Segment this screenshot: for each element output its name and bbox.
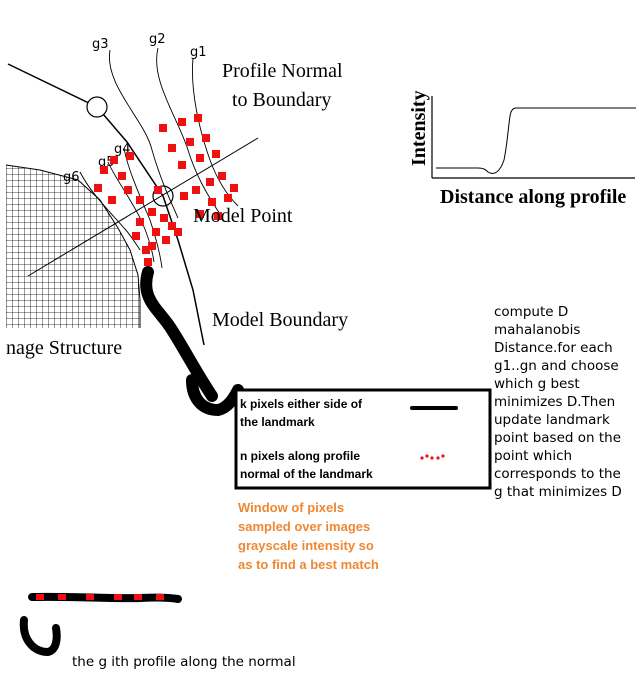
profile-normal-line	[27, 137, 259, 277]
legend-box: k pixels either side of the landmark n p…	[234, 388, 492, 490]
sampled-point	[142, 246, 150, 254]
window-note: Window of pixels sampled over images gra…	[238, 500, 379, 572]
compute-note-line10: corresponds to the	[494, 466, 621, 482]
profile-normal-title-line2: to Boundary	[232, 89, 331, 111]
model-point-label: Model Point	[193, 205, 293, 227]
gth-profile-caption: the g ith profile along the normal	[72, 654, 296, 670]
sampled-point	[208, 198, 216, 206]
landmark-circle-upper	[86, 96, 108, 118]
sampled-point	[94, 184, 102, 192]
intensity-plot: Intensity Distance along profile	[408, 90, 636, 208]
gth-profile-point	[86, 594, 94, 600]
compute-note-line4: g1..gn and choose	[494, 358, 619, 374]
sampled-point	[136, 218, 144, 226]
compute-note-line6: minimizes D.Then	[494, 394, 615, 410]
profile-label-g3: g3	[92, 37, 109, 52]
gth-profile-point	[134, 594, 142, 600]
compute-note-line11: g that minimizes D	[494, 484, 622, 500]
legend-n-pixels-line2: normal of the landmark	[240, 467, 373, 481]
window-note-line4: as to find a best match	[238, 557, 379, 572]
gth-profile-points	[36, 594, 164, 600]
sampled-point	[194, 114, 202, 122]
model-boundary-label: Model Boundary	[212, 309, 348, 331]
compute-note-line7: update landmark	[494, 412, 610, 428]
sampled-point	[126, 152, 134, 160]
sampled-point	[152, 228, 160, 236]
sampled-point	[180, 192, 188, 200]
gth-profile-point	[58, 594, 66, 600]
sampled-point	[214, 212, 222, 220]
gth-profile-point	[36, 594, 44, 600]
legend-k-pixels-line2: the landmark	[240, 415, 315, 429]
sampled-point	[192, 186, 200, 194]
sampled-point	[160, 214, 168, 222]
intensity-curve	[436, 107, 636, 174]
model-point-circle	[152, 185, 174, 207]
sampled-point	[178, 161, 186, 169]
profile-curves	[79, 47, 239, 269]
sampled-point	[124, 186, 132, 194]
sampled-point	[196, 210, 204, 218]
image-structure-region	[5, 164, 141, 328]
gth-profile-point	[156, 594, 164, 600]
legend-n-pixels-line1: n pixels along profile	[240, 449, 360, 463]
window-note-line3: grayscale intensity so	[238, 538, 374, 553]
window-note-line1: Window of pixels	[238, 500, 344, 515]
intensity-ylabel: Intensity	[408, 90, 430, 166]
sampled-point	[132, 232, 140, 240]
sampled-point	[100, 166, 108, 174]
compute-note-line8: point based on the	[494, 430, 621, 446]
sampled-point	[230, 184, 238, 192]
sampled-point	[206, 178, 214, 186]
sampled-point	[144, 258, 152, 266]
sampled-point	[174, 228, 182, 236]
sampled-point	[178, 118, 186, 126]
profile-normal-title-line1: Profile Normal	[222, 60, 343, 82]
sampled-point	[168, 222, 176, 230]
gth-profile-point	[114, 594, 122, 600]
sampled-point	[148, 242, 156, 250]
window-note-line2: sampled over images	[238, 519, 370, 534]
sampled-point	[218, 172, 226, 180]
profile-label-g2: g2	[149, 32, 166, 47]
gth-profile-strip	[28, 592, 182, 603]
compute-note-line2: mahalanobis	[494, 322, 580, 338]
sampled-point	[110, 156, 118, 164]
compute-note: compute D mahalanobis Distance.for each …	[494, 304, 622, 500]
profile-label-g6: g6	[63, 170, 80, 185]
thick-arrow	[140, 266, 244, 416]
sampled-point	[196, 154, 204, 162]
intensity-xlabel: Distance along profile	[440, 186, 626, 208]
legend-n-pixels-swatch	[420, 454, 445, 460]
sampled-point	[136, 196, 144, 204]
sampled-points	[94, 114, 238, 266]
sampled-point	[108, 196, 116, 204]
sampled-point	[148, 208, 156, 216]
sampled-point	[224, 194, 232, 202]
compute-note-line1: compute D	[494, 304, 568, 320]
sampled-point	[154, 186, 162, 194]
sampled-point	[168, 144, 176, 152]
sampled-point	[118, 172, 126, 180]
image-structure-label: nage Structure	[6, 337, 122, 359]
legend-k-pixels-line1: k pixels either side of	[240, 397, 363, 411]
profile-label-g1: g1	[190, 45, 207, 60]
compute-note-line3: Distance.for each	[494, 340, 613, 356]
sampled-point	[159, 124, 167, 132]
small-hook-arrow	[19, 616, 61, 657]
sampled-point	[186, 138, 194, 146]
sampled-point	[162, 236, 170, 244]
compute-note-line5: which g best	[494, 376, 580, 392]
sampled-point	[212, 150, 220, 158]
compute-note-line9: point which	[494, 448, 572, 464]
sampled-point	[202, 134, 210, 142]
